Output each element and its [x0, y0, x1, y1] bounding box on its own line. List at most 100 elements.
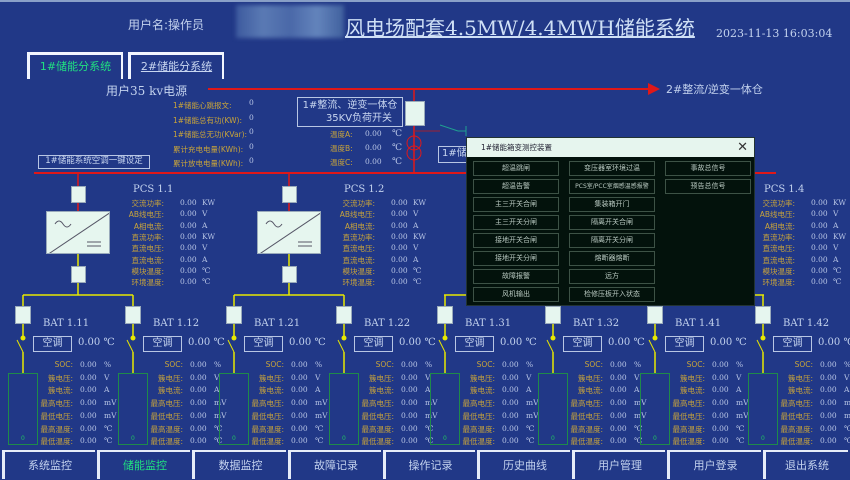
pcs-row-unit: ℃ [833, 277, 842, 287]
pcs-row-value: 0.00 [811, 277, 828, 287]
bat-row-label: 簇电压: [679, 373, 705, 383]
pcs-row-label: 环境温度: [131, 278, 164, 288]
bat-title: BAT 1.41 [675, 318, 722, 329]
bat-breaker [437, 306, 453, 324]
bat-row-unit: ℃ [104, 436, 113, 446]
bat-row-unit: mV [844, 398, 850, 408]
ac-temp: 0.00 ℃ [608, 337, 645, 348]
ac-button[interactable]: 空调 [143, 336, 182, 352]
popup-signal-button[interactable]: 主三开关分闸 [473, 215, 559, 230]
ac-button[interactable]: 空调 [33, 336, 72, 352]
popup-signal-button[interactable]: 主三开关合闸 [473, 197, 559, 212]
bat-row-label: 最高电压: [570, 399, 603, 409]
nav-1[interactable]: 系统监控 [2, 450, 95, 479]
bat-breaker [755, 306, 771, 324]
bat-row-unit: ℃ [315, 436, 324, 446]
popup-signal-button[interactable]: 预告总信号 [665, 179, 751, 194]
bat-breaker [336, 306, 352, 324]
ac-button[interactable]: 空调 [563, 336, 602, 352]
battery-rack: 0 [430, 373, 460, 445]
bat-row-value: 0.00 [401, 423, 418, 433]
temp-label: 温度B: [330, 144, 353, 153]
ac-button[interactable]: 空调 [354, 336, 393, 352]
popup-signal-button[interactable]: 隔离开关分闸 [569, 233, 655, 248]
pcs-ac-breaker [71, 186, 86, 203]
bat-row-value: 0.00 [401, 372, 418, 382]
bat-row-label: 簇电流: [577, 386, 603, 396]
popup-signal-button[interactable]: 超温告警 [473, 179, 559, 194]
bat-row-value: 0.00 [610, 436, 627, 446]
nav-8[interactable]: 用户登录 [667, 450, 761, 479]
popup-signal-button[interactable]: 接地开关分闸 [473, 251, 559, 266]
tab-subsystem-2[interactable]: 2#储能分系统 [128, 52, 224, 79]
bat-row-label: SOC: [54, 360, 73, 369]
popup-signal-button[interactable]: PCS室/PCC室烟感温感报警 [569, 179, 655, 194]
bat-row-value: 0.00 [80, 360, 97, 369]
nav-2[interactable]: 储能监控 [97, 450, 190, 479]
bat-row-label: 最低电压: [40, 411, 73, 421]
bat-row-label: 最低温度: [672, 437, 705, 447]
bat-row-unit: ℃ [526, 436, 535, 446]
bat-row-value: 0.00 [502, 385, 519, 395]
ac-button[interactable]: 空调 [244, 336, 283, 352]
pcs-ac-breaker [282, 186, 297, 203]
summary-label: 1#储能总有功(KW): [173, 115, 243, 125]
popup-signal-button[interactable]: 故障报警 [473, 269, 559, 284]
close-icon[interactable]: ✕ [737, 140, 748, 155]
bat-row-label: 最高温度: [780, 424, 813, 434]
pcs-row-label: 直流电流: [762, 255, 795, 265]
pcs-row-value: 0.00 [180, 220, 197, 230]
temp-unit: ℃ [392, 143, 403, 153]
bat-row-unit: mV [214, 410, 227, 420]
ac-one-key-setting-button[interactable]: 1#储能系统空调一键设定 [38, 155, 150, 169]
popup-signal-button[interactable]: 集装箱开门 [569, 197, 655, 212]
bat-row-unit: % [736, 360, 744, 369]
popup-signal-button[interactable]: 风机输出 [473, 287, 559, 302]
ac-button[interactable]: 空调 [665, 336, 704, 352]
bat-row-label: 簇电压: [157, 373, 183, 383]
pcs-row-label: 模块温度: [342, 266, 375, 276]
pcs-row-label: AB线电压: [339, 210, 375, 220]
pcs-row-value: 0.00 [811, 243, 828, 253]
datetime: 2023-11-13 16:03:04 [716, 27, 833, 40]
ac-button[interactable]: 空调 [773, 336, 812, 352]
junction-dot [760, 335, 766, 341]
popup-signal-button[interactable]: 远方 [569, 269, 655, 284]
temp-label: 温度A: [330, 130, 353, 139]
ac-button[interactable]: 空调 [455, 336, 494, 352]
popup-signal-button[interactable]: 变压器室环境过温 [569, 161, 655, 176]
popup-signal-button[interactable]: 熔断器熔断 [569, 251, 655, 266]
popup-signal-button[interactable]: 事故总信号 [665, 161, 751, 176]
bat-row-label: 最高温度: [150, 424, 183, 434]
popup-signal-button[interactable]: 超温跳闸 [473, 161, 559, 176]
bat-row-value: 0.00 [610, 360, 627, 369]
pcs-row-value: 0.00 [811, 198, 828, 207]
nav-6[interactable]: 历史曲线 [477, 450, 570, 479]
junction-dot [341, 335, 347, 341]
bat-row-unit: V [315, 372, 321, 382]
bat-row-value: 0.00 [820, 372, 837, 382]
popup-signal-button[interactable]: 检修压板开入状态 [569, 287, 655, 302]
tab-subsystem-1[interactable]: 1#储能分系统 [27, 52, 123, 79]
bat-row-value: 0.00 [291, 410, 308, 420]
junction-dot [652, 335, 658, 341]
nav-3[interactable]: 数据监控 [192, 450, 286, 479]
ac-temp: 0.00 ℃ [818, 337, 850, 348]
bat-row-unit: ℃ [634, 423, 643, 433]
bat-row-value: 0.00 [820, 410, 837, 420]
pcs-row-label: 直流电流: [131, 255, 164, 265]
bat-row-unit: A [844, 385, 850, 395]
bat-row-label: 最低电压: [150, 411, 183, 421]
bat-row-label: 最低电压: [462, 411, 495, 421]
popup-signal-button[interactable]: 接地开关合闸 [473, 233, 559, 248]
pcs-row-unit: ℃ [202, 265, 211, 275]
nav-5[interactable]: 操作记录 [383, 450, 475, 479]
nav-7[interactable]: 用户管理 [572, 450, 665, 479]
popup-signal-button[interactable]: 隔离开关合闸 [569, 215, 655, 230]
pcs-row-label: AB线电压: [128, 210, 164, 220]
nav-4[interactable]: 故障记录 [288, 450, 381, 479]
nav-9[interactable]: 退出系统 [763, 450, 848, 479]
bat-row-label: 最高电压: [462, 399, 495, 409]
bat-row-value: 0.00 [712, 385, 729, 395]
